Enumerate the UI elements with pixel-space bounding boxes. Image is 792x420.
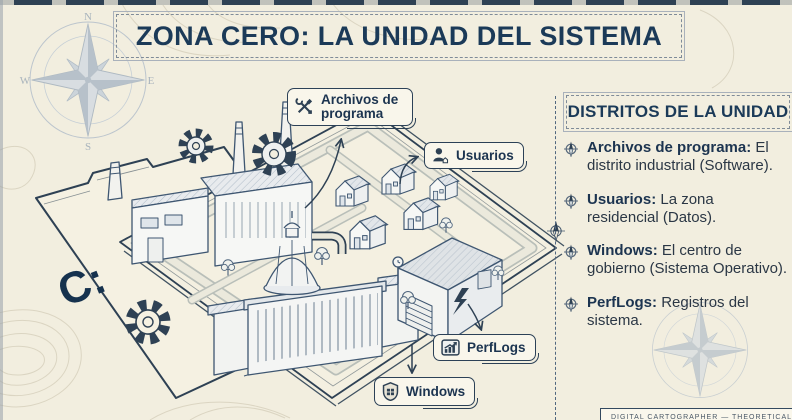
legend-term: Windows: [587, 242, 658, 260]
callout-label: Archivos de programa [321, 92, 399, 121]
capitol-building [207, 211, 423, 377]
compass-pointer-icon [564, 244, 578, 261]
street-clock-icon [392, 256, 404, 284]
sidebar-divider [555, 96, 556, 420]
compass-w: W [20, 75, 31, 87]
legend-description: El centro de gobierno (Sistema Operativo… [587, 242, 788, 278]
tools-icon [295, 97, 313, 115]
shield-icon [382, 382, 399, 401]
callout-label: Windows [406, 383, 466, 399]
contour-lines [0, 0, 735, 420]
user-icon [433, 148, 449, 164]
legend-term: Archivos de programa: [587, 139, 752, 156]
map-border-top [0, 0, 792, 5]
compass-pointer-icon [564, 296, 578, 312]
compass-pointer-icon [564, 193, 578, 209]
street-furniture [220, 217, 505, 310]
legend-term: PerfLogs: [587, 293, 658, 311]
compass-pointer-icon [564, 141, 578, 157]
map-border-left [0, 0, 3, 420]
credit-plaque: DIGITAL CARTOGRAPHER — THEORETICAL GUIDE [600, 408, 792, 420]
compass-e: E [148, 75, 155, 87]
page-title: ZONA CERO: LA UNIDAD DEL SISTEMA [113, 11, 685, 61]
sidebar-title: DISTRITOS DE LA UNIDAD [563, 92, 792, 132]
callout-label: Usuarios [456, 147, 514, 163]
compass-rose-icon: N W E S [20, 11, 155, 153]
legend-item-archivos: Archivos de programa: El distrito indust… [563, 139, 789, 176]
page-title-text: ZONA CERO: LA UNIDAD DEL SISTEMA [135, 20, 663, 51]
chart-icon [441, 339, 460, 356]
compass-s: S [85, 141, 91, 153]
callout-usuarios: Usuarios [424, 142, 527, 172]
gear-icon [178, 128, 214, 164]
factory-district [107, 101, 347, 267]
gear-icon [252, 132, 296, 176]
compass-n: N [84, 11, 92, 23]
callout-perflogs: PerfLogs [433, 334, 539, 364]
callout-archivos-de-programa: Archivos de programa [287, 88, 416, 129]
divider-compass-marker [547, 221, 565, 243]
legend-term: Usuarios: [587, 190, 657, 208]
district-legend: Archivos de programa: El distrito indust… [563, 139, 789, 345]
legend-item-perflogs: PerfLogs: Registros del sistema. [563, 294, 789, 331]
legend-item-windows: Windows: El centro de gobierno (Sistema … [563, 242, 789, 279]
legend-item-usuarios: Usuarios: La zona residencial (Datos). [563, 191, 789, 228]
callout-arrows [304, 140, 481, 372]
lightning-bolt-icon [453, 288, 469, 315]
legend-description: El distrito industrial (Software). [587, 139, 773, 175]
callout-label: PerfLogs [467, 339, 526, 355]
legend-description: Registros del sistema. [587, 293, 749, 330]
callout-windows: Windows [374, 377, 479, 409]
perflogs-warehouse [397, 237, 503, 343]
legend-description: La zona residencial (Datos). [587, 190, 717, 226]
sidebar-title-text: DISTRITOS DE LA UNIDAD [567, 102, 789, 121]
